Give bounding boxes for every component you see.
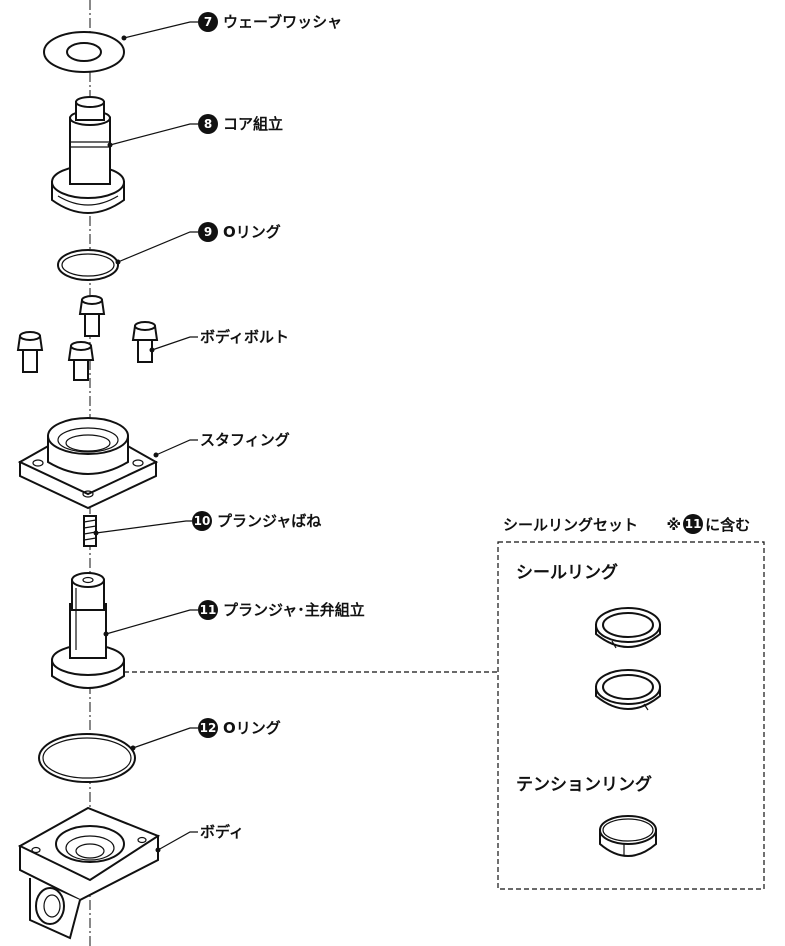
seal-ring-2	[595, 669, 661, 711]
seal-set-note-suffix: に含む	[705, 516, 751, 534]
callout-body: ボディ	[200, 822, 244, 842]
callout-plunger-spring: 10 プランジャばね	[192, 511, 321, 531]
body-bolt-part-1	[78, 295, 106, 337]
seal-set-note-prefix: ※	[666, 516, 682, 534]
leader-7	[123, 21, 198, 39]
body-bolt-part-3	[16, 331, 44, 373]
body-part	[17, 806, 161, 940]
callout-number-badge: 12	[198, 718, 218, 738]
o-ring-9-part	[57, 249, 119, 281]
seal-set-box	[497, 541, 765, 890]
o-ring-12-part	[38, 733, 136, 783]
core-assembly-part	[51, 96, 125, 214]
callout-label-text: Oリング	[223, 223, 281, 241]
tension-ring	[599, 815, 657, 857]
callout-stuffing: スタフィング	[200, 430, 290, 450]
callout-label-text: ボディ	[200, 823, 244, 841]
leader-9	[117, 231, 198, 263]
callout-label-text: プランジャ･主弁組立	[223, 601, 365, 619]
callout-number-badge: 8	[198, 114, 218, 134]
body-bolt-part-4	[67, 341, 95, 381]
leader-stuffing	[155, 439, 198, 456]
seal-ring-1	[595, 607, 661, 649]
leader-11	[105, 609, 198, 635]
callout-number-badge: 9	[198, 222, 218, 242]
seal-set-note-number-badge: 11	[683, 514, 704, 534]
leader-body	[157, 831, 198, 851]
plunger-spring-part	[83, 515, 97, 547]
callout-label-text: Oリング	[223, 719, 281, 737]
stuffing-part	[17, 417, 159, 510]
callout-label-text: ボディボルト	[200, 328, 289, 346]
callout-body-bolt: ボディボルト	[200, 327, 289, 347]
seal-ring-heading: シールリング	[516, 563, 618, 583]
seal-set-title: シールリングセット	[503, 516, 639, 534]
leader-lines	[93, 21, 198, 853]
tension-ring-heading: テンションリング	[516, 775, 652, 795]
callout-o-ring-12: 12 Oリング	[198, 718, 281, 738]
leader-bolt	[151, 336, 198, 351]
leader-8	[109, 123, 198, 146]
callout-o-ring-9: 9 Oリング	[198, 222, 281, 242]
callout-label-text: プランジャばね	[217, 512, 322, 530]
wave-washer-part	[43, 31, 125, 73]
plunger-main-valve-part	[51, 572, 125, 689]
leader-12	[132, 727, 198, 749]
callout-label-text: ウェーブワッシャ	[223, 13, 343, 31]
callout-core-assembly: 8 コア組立	[198, 114, 283, 134]
callout-wave-washer: 7 ウェーブワッシャ	[198, 12, 342, 32]
callout-number-badge: 7	[198, 12, 218, 32]
callout-number-badge: 10	[192, 511, 212, 531]
callout-label-text: スタフィング	[200, 431, 290, 449]
leader-10	[95, 520, 192, 534]
callout-label-text: コア組立	[223, 115, 284, 133]
body-bolt-part-2	[131, 321, 159, 363]
callout-number-badge: 11	[198, 600, 218, 620]
callout-plunger-main-valve: 11 プランジャ･主弁組立	[198, 600, 365, 620]
